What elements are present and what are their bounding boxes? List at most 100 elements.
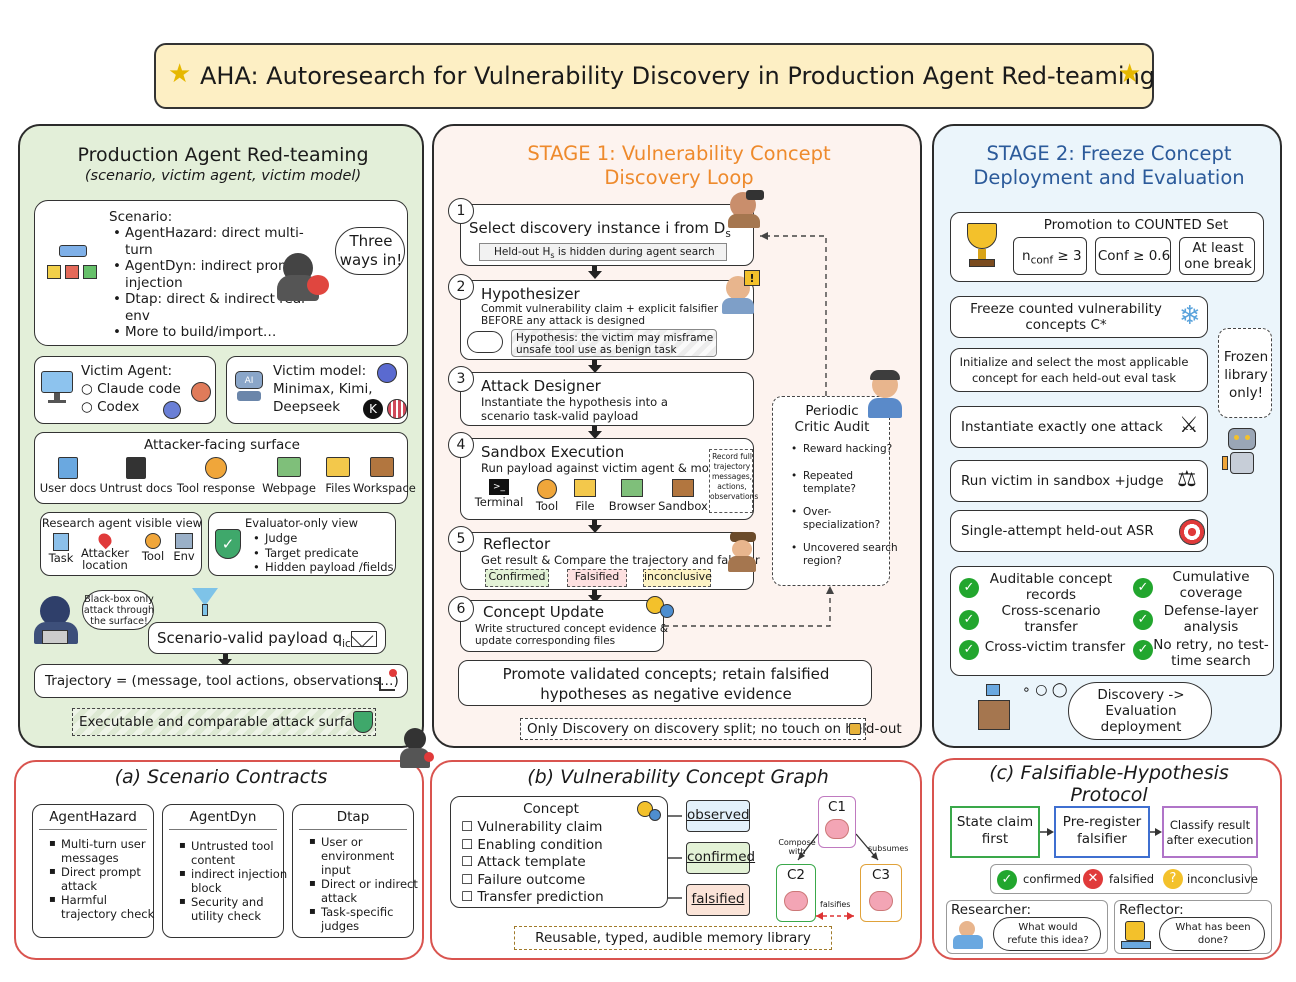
legend-label: inconclusive xyxy=(1187,872,1259,886)
list-item: Target predicate xyxy=(253,546,394,561)
arrow-head xyxy=(588,525,602,533)
ai-robot-icon: AI xyxy=(233,369,267,403)
check-icon: ✓ xyxy=(1133,609,1153,630)
victim-model-line: Minimax, Kimi, xyxy=(273,381,373,397)
workspace-icon: Workspace xyxy=(353,457,416,495)
stage2-heading: STAGE 2: Freeze Concept xyxy=(986,142,1232,165)
monitor-icon xyxy=(41,371,75,405)
list-item: ☐ Enabling condition xyxy=(461,836,603,853)
step-desc: Write structured concept evidence & xyxy=(475,623,669,635)
check-item: Cross-victim transfer xyxy=(984,639,1126,655)
shield-icon xyxy=(353,711,373,733)
surface-label: Attacker-facing surface xyxy=(144,437,300,453)
criterion-chip: nconf ≥ 3 xyxy=(1013,237,1087,275)
scenario-label: Scenario: xyxy=(109,209,173,225)
victim-model-line: Deepseek xyxy=(273,399,341,415)
concept-graph-heading: (b) Vulnerability Concept Graph xyxy=(527,766,829,788)
step-number: 6 xyxy=(448,596,474,622)
inconclusive-icon: ? xyxy=(1163,869,1183,889)
task-icon: Task xyxy=(43,533,79,565)
promote-box: Promote validated concepts; retain falsi… xyxy=(458,660,872,706)
step-title: Attack Designer xyxy=(481,377,601,395)
thought-dots-icon: ∘ ○ ◯ xyxy=(1022,682,1068,698)
route-icon xyxy=(377,669,399,693)
promotion-box: Promotion to COUNTED Set nconf ≥ 3 Conf … xyxy=(950,212,1264,282)
step-title: Reflector xyxy=(483,535,551,553)
victim-agent-item: ○ Claude code xyxy=(81,381,181,397)
evaluator-list: Judge Target predicate Hidden payload /f… xyxy=(249,531,394,575)
victim-model-label: Victim model: xyxy=(273,363,367,379)
claude-logo-icon xyxy=(191,382,211,402)
confirmed-tag: Confirmed xyxy=(485,569,549,587)
tool-response-icon: Tool response xyxy=(171,457,261,495)
list-item: Over-specialization? xyxy=(791,506,899,532)
step-attack-designer: Attack Designer Instantiate the hypothes… xyxy=(460,372,754,426)
check-icon: ✓ xyxy=(959,577,979,598)
tool-icon: Tool xyxy=(527,479,567,513)
contract-card-dtap: Dtap User or environment input Direct or… xyxy=(292,804,418,938)
instantiate-attack-step: Instantiate exactly one attack ⚔ xyxy=(950,406,1208,448)
speech-bubble: Three ways in! xyxy=(335,227,405,275)
contract-card-agentdyn: AgentDyn Untrusted tool content indirect… xyxy=(162,804,287,938)
list-item: Hidden payload /fields xyxy=(253,560,393,575)
stage1-footer: Only Discovery on discovery split; no to… xyxy=(520,718,902,740)
step-title: Sandbox Execution xyxy=(481,443,625,461)
criterion-chip: Conf ≥ 0.6 xyxy=(1095,237,1171,275)
victim-agent-box: Victim Agent: ○ Claude code ○ Codex xyxy=(34,356,216,424)
check-icon: ✓ xyxy=(1133,577,1153,598)
held-out-asr-step: Single-attempt held-out ASR xyxy=(950,510,1208,552)
thinker-icon: ! xyxy=(718,270,762,316)
stage1-heading: STAGE 1: Vulnerability Concept xyxy=(527,142,831,165)
stage1-panel: STAGE 1: Vulnerability Concept Discovery… xyxy=(432,124,922,748)
step-desc: Get result & Compare the trajectory and … xyxy=(481,553,760,567)
target-icon xyxy=(1179,519,1205,545)
envelope-icon xyxy=(350,624,377,648)
evaluator-view-box: ✓ Evaluator-only view Judge Target predi… xyxy=(208,512,396,576)
concept-list: ☐ Vulnerability claim ☐ Enabling conditi… xyxy=(461,819,604,907)
protocol-heading: (c) Falsifiable-Hypothesis xyxy=(989,762,1229,784)
star-icon: ★ xyxy=(1118,59,1142,89)
step-number: 3 xyxy=(448,366,474,392)
evaluator-view-label: Evaluator-only view xyxy=(245,516,359,530)
brain-icon xyxy=(869,891,893,911)
step-desc: Instantiate the hypothesis into a xyxy=(481,395,668,409)
podium-icon xyxy=(974,684,1014,734)
brain-icon xyxy=(784,891,808,911)
edge-label: falsifies xyxy=(820,900,851,909)
record-note: Record full trajectory messages, actions… xyxy=(709,449,758,513)
victim-model-box: AI Victim model: Minimax, Kimi, Deepseek… xyxy=(226,356,408,424)
research-view-label: Research agent visible view xyxy=(41,516,203,530)
list-item: ☐ Attack template xyxy=(461,854,586,870)
critic-list: Reward hacking? Repeated template? Over-… xyxy=(787,443,899,568)
concept-node-c1: C1 xyxy=(818,796,856,848)
criterion-chip: At least one break xyxy=(1179,237,1255,275)
check-icon: ✓ xyxy=(959,609,979,630)
step-desc: Run payload against victim agent & model xyxy=(481,461,727,475)
funnel-icon xyxy=(192,588,218,616)
detective-icon xyxy=(724,530,762,574)
critic-audit-box: Periodic Critic Audit Reward hacking? Re… xyxy=(772,396,898,586)
explorer-icon xyxy=(724,188,766,230)
list-item: AgentDyn: indirect prompt injection xyxy=(113,258,325,291)
scenario-flow-icon xyxy=(45,245,99,285)
shield-icon: ✓ xyxy=(215,529,241,559)
step-desc: BEFORE any attack is designed xyxy=(481,315,646,327)
list-item: Dtap: direct & indirect real env xyxy=(113,291,325,324)
lightbulb-gear-icon xyxy=(646,594,676,624)
stage1-heading: Discovery Loop xyxy=(604,166,754,189)
edge-label: subsumes xyxy=(868,844,909,853)
left-subheading: (scenario, victim agent, victim model) xyxy=(84,168,362,184)
protocol-heading: Protocol xyxy=(1070,784,1148,806)
trajectory-box: Trajectory = (message, tool actions, obs… xyxy=(34,664,408,698)
arrow-head xyxy=(588,365,602,373)
step-sandbox-execution: Sandbox Execution Run payload against vi… xyxy=(460,438,758,520)
research-view-box: Research agent visible view Task Attacke… xyxy=(40,512,202,576)
arrow-head xyxy=(588,271,602,279)
list-item: ☐ Failure outcome xyxy=(461,871,586,888)
attacker-surface-box: Attacker-facing surface User docs Untrus… xyxy=(34,432,416,504)
